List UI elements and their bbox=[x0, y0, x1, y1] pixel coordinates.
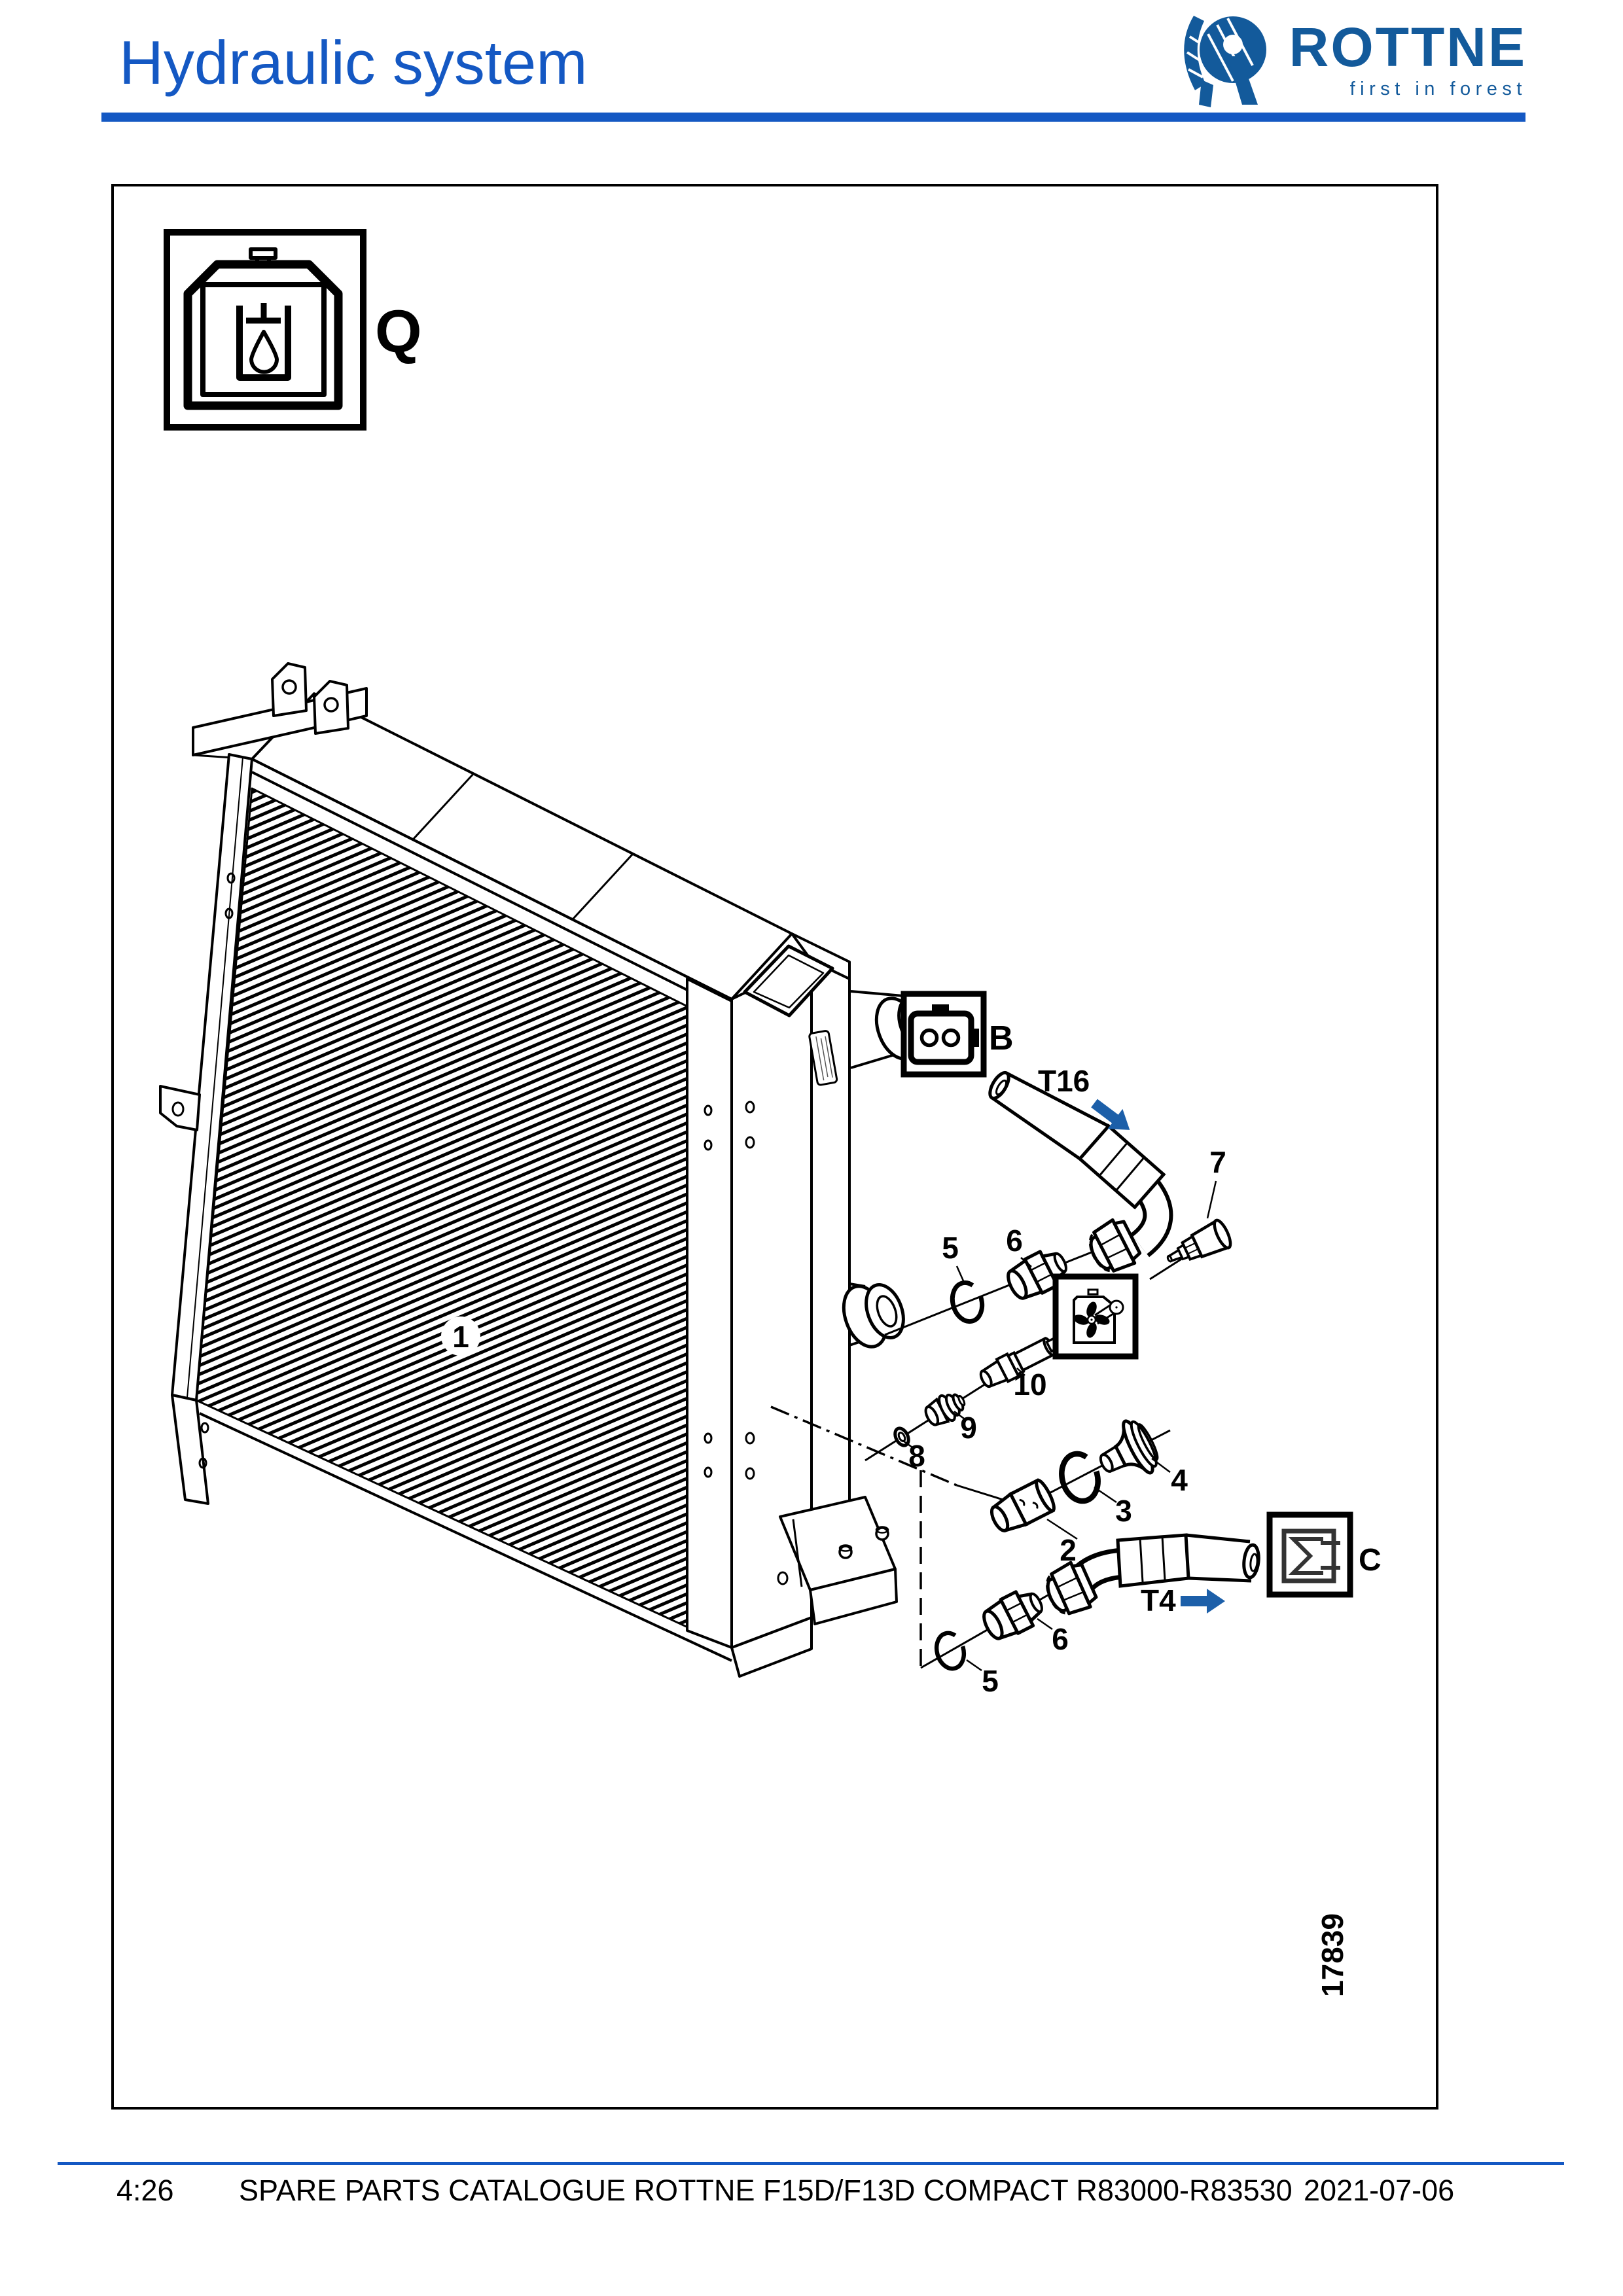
cooler-sticker bbox=[808, 1030, 838, 1086]
cooler-symbol-label: C bbox=[1359, 1543, 1382, 1578]
logo-tagline-text: first in forest bbox=[1349, 79, 1527, 99]
electrical-connector-icon bbox=[908, 1004, 979, 1065]
footer-page-ref: 4:26 bbox=[116, 2174, 174, 2207]
cooler-symbol-box: C bbox=[1266, 1511, 1382, 1598]
part-callout-8: 8 bbox=[908, 1439, 925, 1473]
diagram-frame bbox=[111, 184, 1438, 2110]
part-9-fitting bbox=[924, 1393, 966, 1426]
part-callout-9: 9 bbox=[960, 1411, 977, 1445]
rottne-logo: ROTTNE first in forest bbox=[1170, 12, 1527, 110]
part-callout-4: 4 bbox=[1171, 1463, 1188, 1497]
flow-tag-t16: T16 bbox=[1038, 1064, 1090, 1098]
part-4-bell-fitting bbox=[1099, 1419, 1159, 1475]
footer-catalogue-title: SPARE PARTS CATALOGUE ROTTNE F15D/F13D C… bbox=[239, 2174, 1293, 2207]
part-callout-10: 10 bbox=[1013, 1368, 1046, 1402]
logo-brand-text: ROTTNE bbox=[1289, 16, 1527, 78]
part-callout-7: 7 bbox=[1209, 1145, 1226, 1179]
footer-rule bbox=[58, 2162, 1564, 2165]
tank-symbol-label: Q bbox=[375, 298, 422, 365]
callout-leader-lines bbox=[902, 1180, 1217, 1672]
radiator-fan-icon bbox=[1073, 1288, 1124, 1344]
part-callout-1: 1 bbox=[441, 1316, 480, 1356]
connector-symbol-box: B bbox=[901, 991, 1014, 1078]
heat-exchanger-icon bbox=[1281, 1528, 1340, 1583]
flow-arrow-t16-icon bbox=[1091, 1099, 1130, 1130]
cooler-mid-port bbox=[842, 1282, 905, 1349]
part-7-sensor bbox=[1166, 1218, 1232, 1263]
title-rule bbox=[101, 113, 1525, 122]
part-callout-5: 5 bbox=[942, 1231, 959, 1265]
connector-symbol-label: B bbox=[989, 1019, 1014, 1057]
part-6-fitting-lower bbox=[978, 1584, 1048, 1645]
rottne-r-mark-icon bbox=[1184, 16, 1266, 107]
drawing-number: 17839 bbox=[1315, 1913, 1349, 1997]
flow-arrow-t4-icon bbox=[1181, 1589, 1225, 1614]
svg-text:1: 1 bbox=[452, 1320, 469, 1354]
part-callout-6-lower: 6 bbox=[1052, 1622, 1069, 1656]
fan-symbol-box bbox=[1052, 1273, 1139, 1360]
hose-t4 bbox=[1040, 1533, 1260, 1620]
part-10-adapter bbox=[979, 1336, 1061, 1388]
hydraulic-tank-icon bbox=[183, 247, 343, 410]
flow-tag-t4: T4 bbox=[1141, 1583, 1176, 1617]
part-callout-3: 3 bbox=[1115, 1494, 1132, 1528]
oil-cooler-drawing bbox=[159, 662, 938, 1678]
footer-date: 2021-07-06 bbox=[1304, 2174, 1455, 2207]
part-callout-6: 6 bbox=[1006, 1224, 1023, 1258]
part-2-coupling bbox=[990, 1478, 1056, 1532]
tank-symbol-box: Q bbox=[164, 229, 422, 431]
hose-t16 bbox=[988, 1070, 1173, 1279]
part-callout-2: 2 bbox=[1060, 1533, 1077, 1567]
page-title: Hydraulic system bbox=[119, 28, 588, 97]
part-callout-5-lower: 5 bbox=[982, 1664, 999, 1698]
footer: 4:26 SPARE PARTS CATALOGUE ROTTNE F15D/F… bbox=[0, 2174, 1623, 2213]
